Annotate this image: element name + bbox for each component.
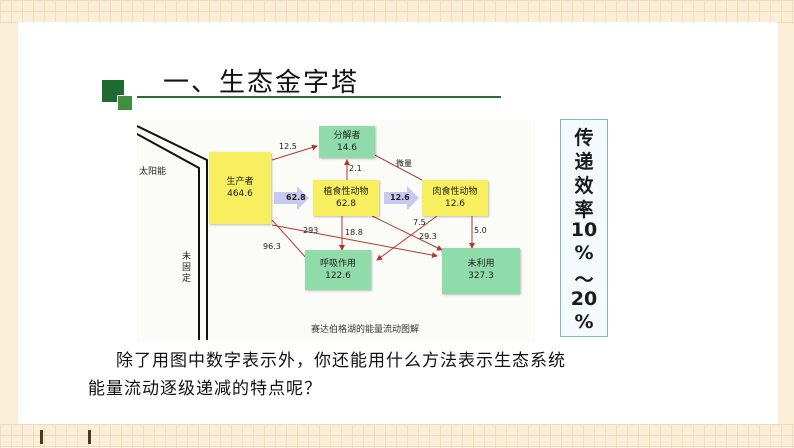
diagram-caption: 赛达伯格湖的能量流动图解: [311, 325, 420, 335]
node-decomposer: 分解者 14.6: [319, 126, 375, 158]
efficiency-text: 率: [574, 199, 594, 221]
flow-arrow: [371, 215, 443, 251]
flow-label: 62.8: [286, 193, 306, 202]
flow-arrow: [376, 215, 438, 261]
sun-label: 太阳能: [139, 167, 167, 177]
node-label: 分解者: [333, 131, 361, 141]
flow-label: 2.1: [349, 164, 362, 173]
decoration-pin: [88, 430, 91, 444]
node-unused: 未利用 327.3: [442, 248, 520, 294]
node-label: 植食性动物: [323, 187, 369, 197]
efficiency-text: 20: [570, 288, 598, 310]
node-producer: 生产者 464.6: [209, 152, 271, 224]
question-line-1: 除了用图中数字表示外，你还能用什么方法表示生态系统: [116, 351, 566, 371]
node-value: 122.6: [325, 271, 351, 281]
efficiency-text: 10: [570, 219, 598, 241]
node-value: 12.6: [444, 199, 466, 209]
decoration-pin: [40, 430, 43, 444]
flow-label: 96.3: [263, 242, 281, 251]
question-line-2: 能量流动逐级递减的特点呢？: [88, 379, 322, 399]
node-herbivore: 植食性动物 62.8: [313, 180, 379, 216]
grid-border-bottom: [0, 424, 794, 448]
efficiency-text: %: [574, 242, 594, 264]
node-value: 62.8: [335, 199, 357, 209]
node-value: 327.3: [468, 271, 494, 281]
flow-label: 29.3: [419, 232, 437, 241]
efficiency-text: 传: [574, 127, 594, 149]
sun-boundary-line: [137, 125, 208, 340]
unfixed-label: 未固定: [182, 252, 192, 284]
node-label: 呼吸作用: [319, 259, 356, 269]
flow-label: 5.0: [474, 226, 487, 235]
title-underline: [137, 96, 501, 98]
flow-arrow: [271, 144, 318, 161]
flow-label: 293: [303, 226, 319, 235]
big-flow-arrow: [274, 186, 309, 210]
title-decoration-square-small: [117, 95, 133, 111]
efficiency-text: ～: [574, 269, 594, 291]
flow-label: 12.6: [390, 193, 410, 202]
node-carnivore: 肉食性动物 12.6: [422, 180, 488, 216]
node-label: 生产者: [226, 177, 254, 187]
flow-arrow: [368, 151, 423, 181]
efficiency-text: %: [574, 311, 594, 333]
flow-label: 7.5: [413, 218, 426, 227]
flow-label: 18.8: [345, 228, 363, 237]
flow-label: 微量: [396, 159, 412, 168]
efficiency-text: 效: [574, 175, 594, 197]
node-value: 14.6: [336, 143, 358, 153]
node-label: 肉食性动物: [432, 187, 478, 197]
slide-title: 一、生态金字塔: [163, 68, 360, 98]
node-respiration: 呼吸作用 122.6: [305, 250, 371, 290]
big-flow-arrow: [384, 186, 419, 210]
node-value: 464.6: [227, 189, 253, 199]
sun-boundary-line-inner: [137, 133, 200, 340]
efficiency-text: 递: [574, 151, 594, 173]
node-label: 未利用: [467, 259, 495, 269]
flow-arrow: [271, 224, 438, 259]
energy-flow-diagram: 生产者 464.6 植食性动物 62.8 肉食性动物 12.6 分解者 14.6…: [137, 120, 535, 342]
grid-border-top: [0, 0, 794, 24]
efficiency-box: 传 递 效 率 10 % ～ 20 %: [560, 119, 608, 337]
flow-label: 12.5: [279, 142, 297, 151]
